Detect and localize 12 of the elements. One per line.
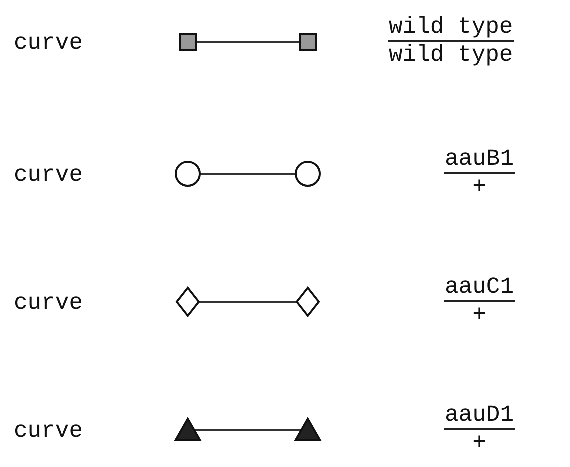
genotype-denominator: wild type — [389, 42, 514, 68]
genotype-numerator: aauB1 — [444, 146, 516, 174]
legend-label: curve — [14, 290, 84, 316]
genotype-denominator: + — [472, 302, 486, 328]
genotype-denominator: + — [472, 174, 486, 200]
legend-label: curve — [14, 30, 84, 56]
genotype-denominator: + — [472, 430, 486, 456]
genotype-numerator: aauC1 — [444, 274, 516, 302]
legend-label: curve — [14, 418, 84, 444]
legend-label: curve — [14, 162, 84, 188]
genotype-numerator: wild type — [388, 14, 514, 42]
genotype-numerator: aauD1 — [444, 402, 516, 430]
